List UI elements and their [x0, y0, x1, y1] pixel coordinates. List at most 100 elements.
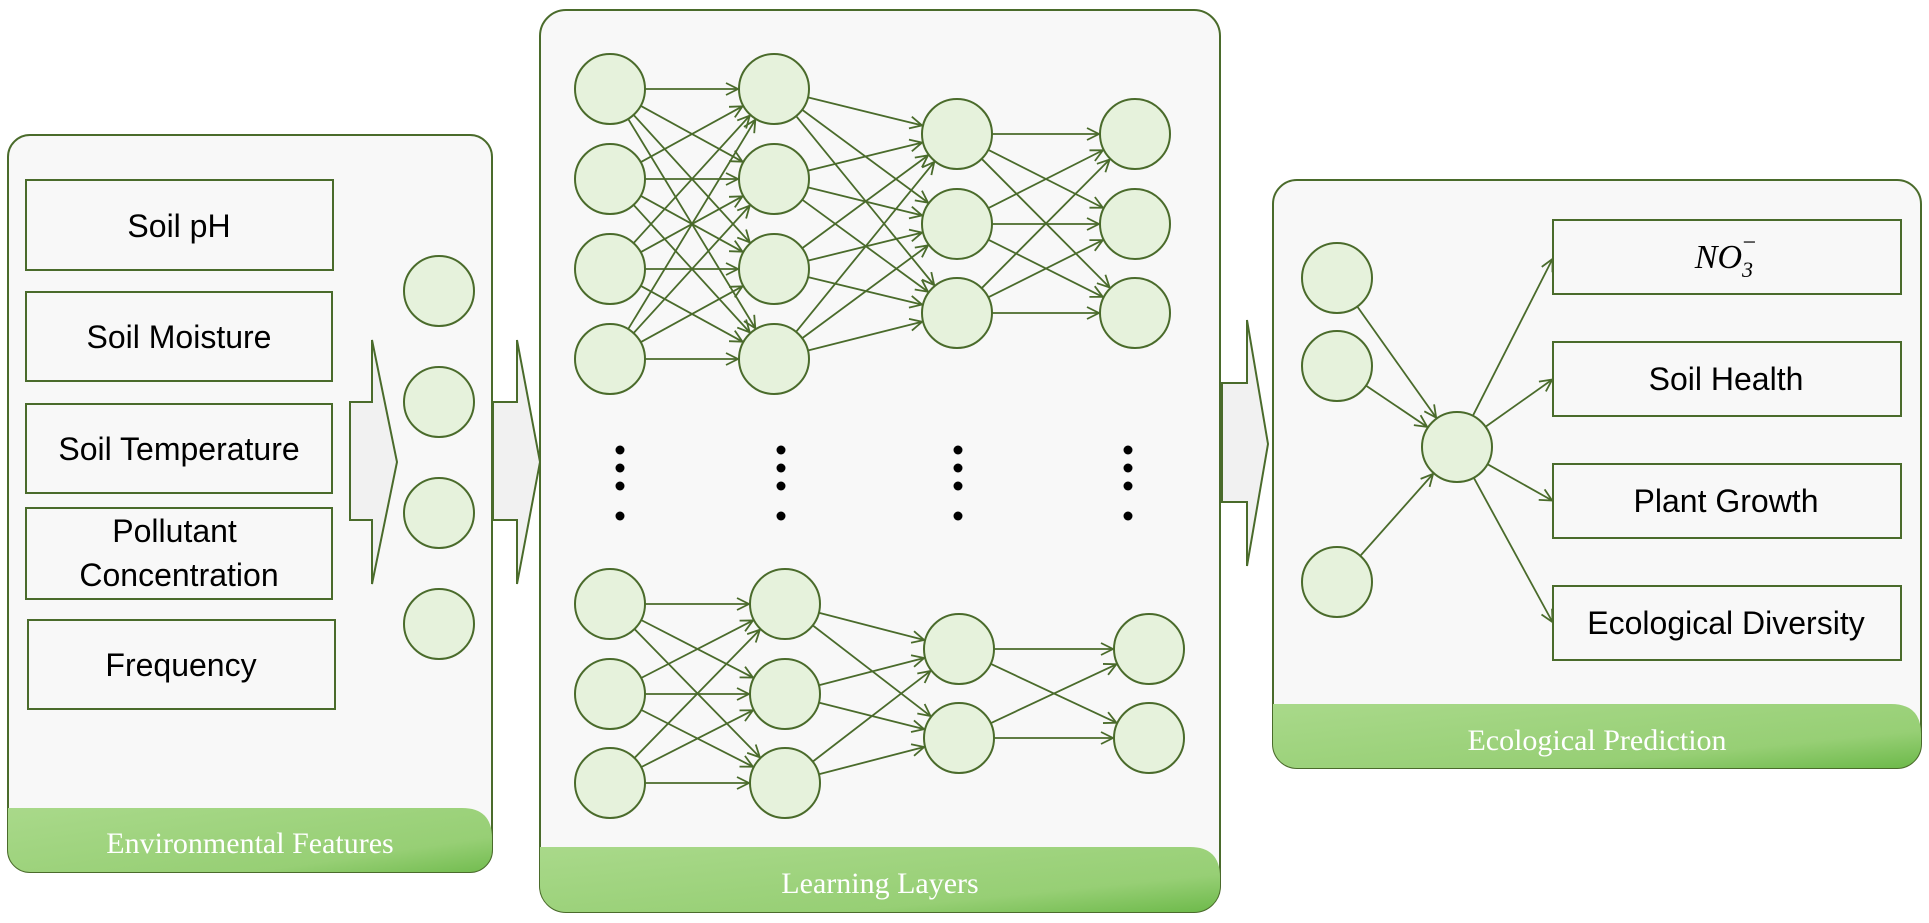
neuron-node	[921, 98, 993, 170]
input-node	[403, 366, 475, 438]
ellipsis-dot	[615, 511, 625, 521]
output-box-soil-health	[1552, 341, 1902, 417]
ellipsis-dot	[615, 463, 625, 473]
ellipsis-dot	[953, 445, 963, 455]
connection-arrow	[795, 162, 934, 333]
connection-arrow	[627, 120, 755, 330]
ellipsis-dot	[953, 481, 963, 491]
neuron-node	[1113, 702, 1185, 774]
connection-arrow	[990, 664, 1117, 724]
ellipsis-dot	[776, 511, 786, 521]
output-label: Soil Health	[1649, 361, 1804, 397]
formula-base: NO	[1694, 239, 1742, 276]
connection-arrow	[807, 322, 922, 352]
connection-arrow	[640, 620, 753, 679]
connection-arrow	[801, 155, 928, 249]
connection-arrow	[1485, 380, 1553, 428]
connection-arrow	[801, 245, 928, 339]
connection-arrow	[632, 206, 750, 334]
feature-label: Soil pH	[127, 208, 230, 244]
panel-caption: Ecological Prediction	[1467, 724, 1726, 757]
neuron-node	[574, 233, 646, 305]
ellipsis-dot	[615, 445, 625, 455]
neuron-node	[574, 143, 646, 215]
feature-box-pollutant-concentration	[25, 507, 333, 600]
ellipsis-dot	[776, 481, 786, 491]
ellipsis-dot	[1123, 463, 1133, 473]
input-node	[403, 255, 475, 327]
connection-arrow	[1472, 477, 1553, 622]
caption-bar	[540, 847, 1220, 912]
neuron-node	[923, 702, 995, 774]
flow-arrow	[1221, 319, 1270, 567]
flow-arrow	[492, 339, 542, 585]
feature-box-soil-ph	[25, 179, 334, 271]
output-label: Plant Growth	[1634, 483, 1819, 519]
neuron-node	[1301, 330, 1373, 402]
neuron-node	[738, 323, 810, 395]
connection-arrow	[812, 671, 931, 763]
neuron-node	[1301, 546, 1373, 618]
nitrate-formula: NO3−	[1694, 230, 1757, 282]
neuron-node	[749, 568, 821, 640]
ellipsis-dot	[953, 511, 963, 521]
feature-label: Pollutant Concentration	[79, 513, 278, 593]
connection-arrow	[1359, 474, 1433, 557]
panel-caption: Learning Layers	[781, 867, 978, 900]
connection-arrow	[987, 240, 1102, 299]
neuron-node	[574, 53, 646, 125]
ellipsis-dot	[615, 481, 625, 491]
neuron-node	[1113, 613, 1185, 685]
connection-arrow	[981, 160, 1110, 289]
feature-label: Soil Temperature	[58, 431, 299, 467]
feature-label-line-1: Pollutant	[112, 513, 237, 549]
connection-arrow	[987, 150, 1103, 210]
feature-box-frequency	[27, 619, 336, 710]
feature-box-soil-moisture	[25, 291, 333, 382]
network-top	[574, 53, 1171, 395]
ellipsis-dot	[1123, 481, 1133, 491]
neuron-node	[1099, 188, 1171, 260]
connection-arrow	[632, 116, 750, 244]
flow-arrow	[349, 339, 399, 585]
connection-arrow	[1472, 259, 1553, 417]
neuron-node	[923, 613, 995, 685]
ecological-prediction-panel: Ecological Prediction NO3− Soil Health P…	[1272, 179, 1922, 769]
neuron-node	[574, 568, 646, 640]
connection-arrow	[640, 106, 743, 163]
feature-label-line-2: Concentration	[79, 557, 278, 593]
neuron-node	[574, 747, 646, 819]
neuron-node	[749, 658, 821, 730]
connection-arrow	[640, 286, 743, 343]
connection-arrow	[807, 96, 922, 125]
neuron-node	[921, 188, 993, 260]
neuron-node	[1099, 277, 1171, 349]
network-bottom	[574, 568, 1185, 819]
connection-arrow	[818, 658, 924, 687]
formula-subscript: 3	[1741, 257, 1753, 282]
output-box-ecological-diversity	[1552, 585, 1902, 661]
feature-label: Frequency	[105, 647, 256, 683]
connection-arrow	[818, 747, 924, 776]
neuron-node	[574, 323, 646, 395]
ellipsis-dot	[1123, 445, 1133, 455]
neuron-node	[738, 233, 810, 305]
connection-arrow	[1365, 384, 1427, 427]
input-node	[403, 477, 475, 549]
connection-arrow	[633, 630, 759, 759]
ellipsis-dot	[953, 463, 963, 473]
continuation-dots	[615, 445, 1133, 521]
caption-bar	[1273, 704, 1921, 768]
feature-label: Soil Moisture	[87, 319, 272, 355]
connection-arrow	[640, 710, 753, 768]
neuron-node	[574, 658, 646, 730]
neuron-node	[1301, 242, 1373, 314]
ellipsis-dot	[776, 463, 786, 473]
neuron-node	[1421, 411, 1493, 483]
input-node	[403, 588, 475, 660]
connection-arrow	[818, 611, 924, 640]
connection-arrow	[1356, 306, 1436, 418]
formula-superscript: −	[1741, 230, 1757, 256]
connection-arrow	[807, 143, 922, 172]
prediction-network	[1301, 242, 1553, 622]
